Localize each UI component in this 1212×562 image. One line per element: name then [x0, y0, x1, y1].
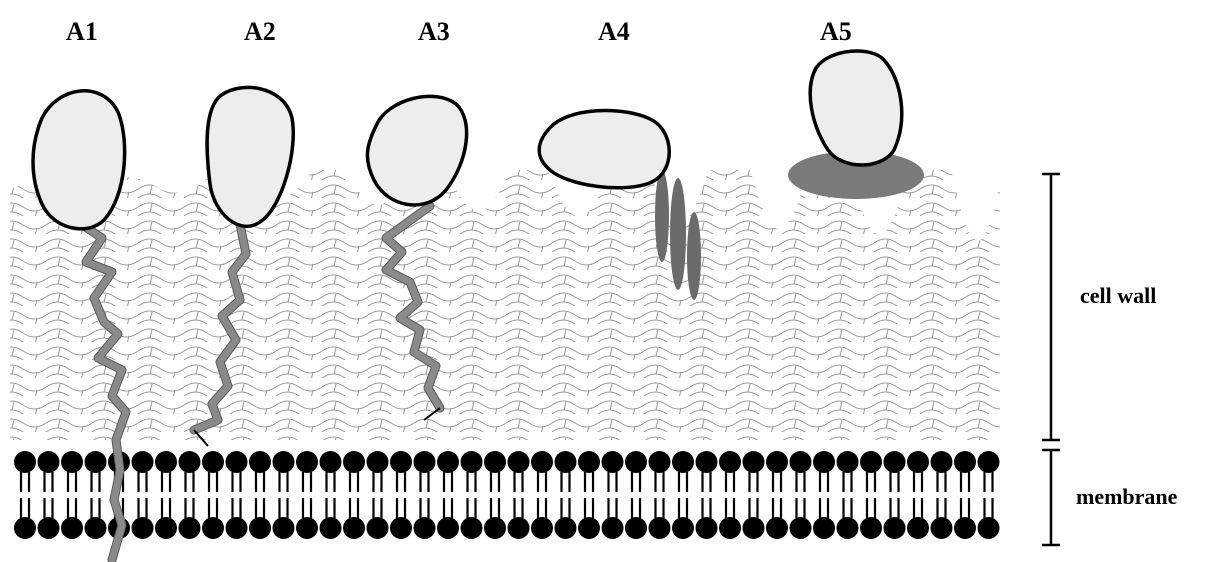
- label-membrane: membrane: [1076, 484, 1178, 509]
- lipid-pair: [273, 451, 295, 539]
- lipid-pair: [696, 451, 718, 539]
- lipid-pair: [931, 451, 953, 539]
- lipid-bilayer: [14, 451, 1000, 539]
- lipid-pair: [719, 451, 741, 539]
- lipid-pair: [884, 451, 906, 539]
- lipid-pair: [813, 451, 835, 539]
- lipid-pair: [461, 451, 483, 539]
- lipid-pair: [14, 451, 36, 539]
- cell-wall-mesh: [10, 170, 1000, 440]
- lipid-pair: [296, 451, 318, 539]
- lipid-pair: [226, 451, 248, 539]
- lipid-pair: [790, 451, 812, 539]
- label-a3: A3: [418, 17, 450, 46]
- lipid-pair: [390, 451, 412, 539]
- lipid-pair: [155, 451, 177, 539]
- label-a5: A5: [820, 17, 852, 46]
- label-a1: A1: [66, 17, 98, 46]
- lipid-pair: [343, 451, 365, 539]
- lipid-pair: [85, 451, 107, 539]
- lipid-pair: [484, 451, 506, 539]
- cell-wall-bracket: [1042, 174, 1060, 440]
- lipid-pair: [61, 451, 83, 539]
- label-a2: A2: [244, 17, 276, 46]
- lipid-pair: [437, 451, 459, 539]
- lipid-pair: [602, 451, 624, 539]
- lipid-pair: [202, 451, 224, 539]
- lipid-pair: [249, 451, 271, 539]
- lipid-pair: [672, 451, 694, 539]
- lipid-pair: [743, 451, 765, 539]
- label-a4: A4: [598, 17, 630, 46]
- lipid-pair: [978, 451, 1000, 539]
- lipid-pair: [414, 451, 436, 539]
- lipid-pair: [367, 451, 389, 539]
- lipid-pair: [132, 451, 154, 539]
- lipid-pair: [837, 451, 859, 539]
- label-cell-wall: cell wall: [1080, 283, 1156, 308]
- lipid-pair: [179, 451, 201, 539]
- lipid-pair: [649, 451, 671, 539]
- protein-a5: [788, 51, 924, 199]
- lipid-pair: [625, 451, 647, 539]
- lipid-pair: [531, 451, 553, 539]
- lipid-pair: [766, 451, 788, 539]
- lipid-pair: [860, 451, 882, 539]
- lipid-pair: [555, 451, 577, 539]
- lipid-pair: [954, 451, 976, 539]
- lipid-pair: [508, 451, 530, 539]
- lipid-pair: [38, 451, 60, 539]
- lipid-pair: [320, 451, 342, 539]
- lipid-pair: [578, 451, 600, 539]
- lipid-pair: [907, 451, 929, 539]
- membrane-bracket: [1042, 450, 1060, 545]
